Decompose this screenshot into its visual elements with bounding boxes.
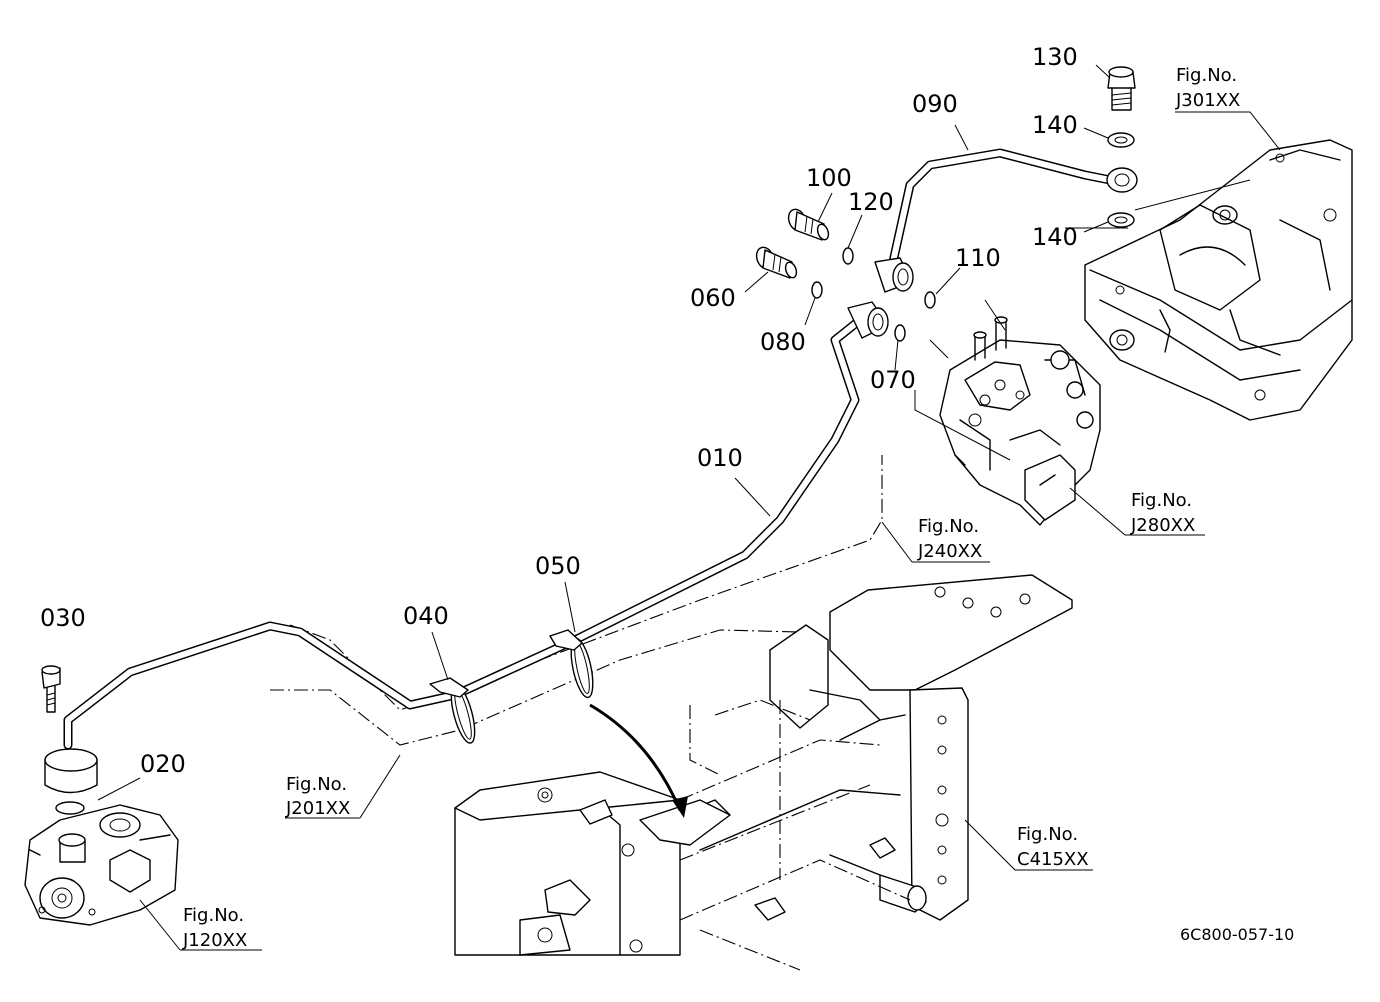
part-label-120: 120 [848,188,894,216]
svg-text:J280XX: J280XX [1130,515,1195,536]
part-label-080: 080 [760,328,806,356]
o-ring-080 [811,281,823,299]
eye-fitting-090 [1106,167,1138,193]
banjo-fitting-090 [874,257,914,293]
svg-text:Fig.No.: Fig.No. [1131,490,1192,511]
bolt-130 [1107,66,1136,111]
svg-text:Fig.No.: Fig.No. [1176,65,1237,86]
drawing-code: 6C800-057-10 [1180,925,1294,944]
o-ring-120 [842,247,854,265]
part-label-100: 100 [806,164,852,192]
part-label-020: 020 [140,750,186,778]
fig-ref-j120: Fig.No. J120XX [182,905,247,951]
pipe-090 [888,148,1115,267]
svg-text:C415XX: C415XX [1017,849,1089,870]
svg-text:J201XX: J201XX [285,798,350,819]
part-label-140-lower: 140 [1032,223,1078,251]
part-label-010: 010 [697,444,743,472]
hydraulic-pump [24,748,179,926]
svg-text:J301XX: J301XX [1175,90,1240,111]
clamp-040 [429,677,476,744]
part-numbers: 130 140 140 090 100 120 110 060 080 070 … [40,43,1078,778]
bolt-030 [41,665,61,713]
fig-ref-j201: Fig.No. J201XX [285,774,350,819]
banjo-bolt-060 [755,246,798,279]
fig-ref-j240: Fig.No. J240XX [917,516,982,562]
fig-ref-j301: Fig.No. J301XX [1175,65,1240,111]
svg-text:J240XX: J240XX [917,541,982,562]
fig-ref-c415: Fig.No. C415XX [1017,824,1089,870]
housing [1084,139,1353,421]
svg-text:J120XX: J120XX [182,930,247,951]
frame-assembly [454,574,1073,971]
o-ring-110 [924,291,936,309]
o-ring-070 [894,324,906,342]
leader-lines [97,64,1281,951]
svg-text:Fig.No.: Fig.No. [1017,824,1078,845]
part-label-070: 070 [870,366,916,394]
part-label-130: 130 [1032,43,1078,71]
control-valve [939,316,1101,526]
o-ring-020 [55,801,85,815]
washer-140-lower [1107,212,1135,228]
banjo-fitting-010 [847,301,889,339]
banjo-bolt-100 [787,208,830,241]
part-label-040: 040 [403,602,449,630]
part-label-060: 060 [690,284,736,312]
pipe-010 [63,315,865,750]
svg-text:Fig.No.: Fig.No. [918,516,979,537]
fig-ref-j280: Fig.No. J280XX [1130,490,1195,536]
part-label-090: 090 [912,90,958,118]
part-label-050: 050 [535,552,581,580]
clamp-pointer [589,703,688,818]
figure-references: Fig.No. J301XX Fig.No. J280XX Fig.No. J2… [182,65,1240,951]
part-label-110: 110 [955,244,1001,272]
svg-text:Fig.No.: Fig.No. [286,774,347,795]
washer-140-upper [1107,132,1135,148]
clamp-050 [549,629,594,699]
part-label-140-upper: 140 [1032,111,1078,139]
svg-text:Fig.No.: Fig.No. [183,905,244,926]
part-label-030: 030 [40,604,86,632]
